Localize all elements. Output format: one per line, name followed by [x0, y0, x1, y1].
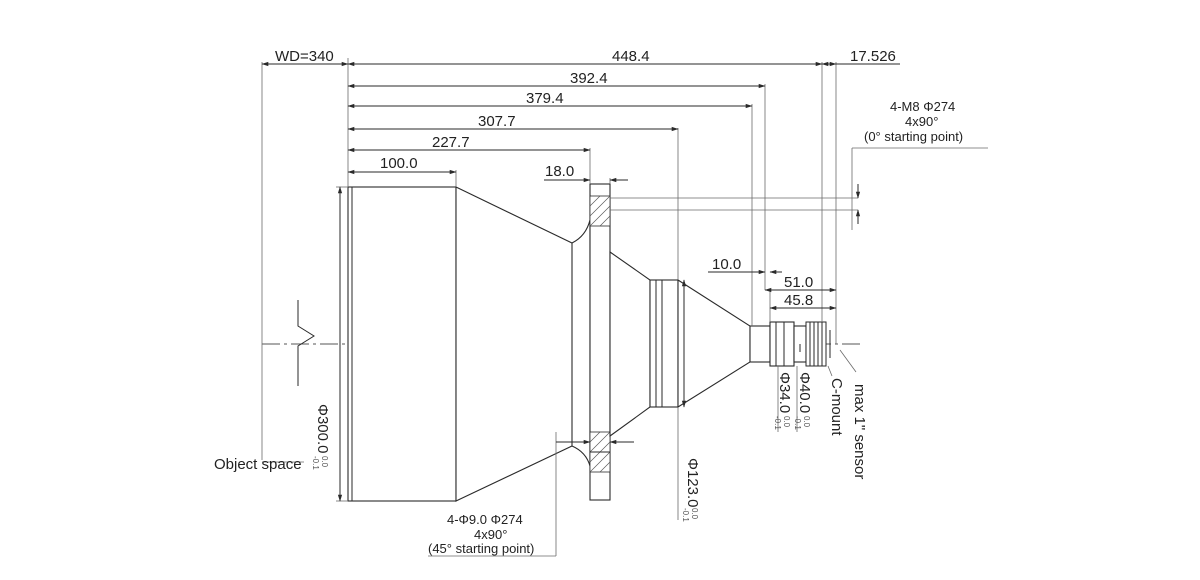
dim-45-label: 45.8 — [784, 292, 813, 309]
dim-diameter-34-label: Φ34.0 — [776, 372, 793, 413]
m8-callout-line2: 4x90° — [905, 114, 938, 129]
dim-379-label: 379.4 — [526, 90, 564, 107]
dim-diameter-300-tol-upper: 0.0 — [320, 456, 329, 468]
dim-227-label: 227.7 — [432, 134, 470, 151]
dim-10-label: 10.0 — [712, 256, 741, 273]
dim-diameter-40-label: Φ40.0 — [796, 372, 813, 413]
dim-51-label: 51.0 — [784, 274, 813, 291]
dim-diameter-123-tol-lower: -0.1 — [681, 508, 690, 522]
dim-diameter-300-tol-lower: -0.1 — [311, 456, 320, 470]
flange-hole-top — [589, 195, 611, 227]
dim-diameter-34-tol-upper: 0.0 — [782, 416, 791, 428]
sensor-label: max 1" sensor — [851, 384, 868, 479]
dim-392-label: 392.4 — [570, 70, 608, 87]
m8-callout-line3: (0° starting point) — [864, 129, 963, 144]
dim-diameter-40-tol-upper: 0.0 — [802, 416, 811, 428]
c-mount-knurled-ring — [805, 321, 827, 367]
front-cone — [455, 186, 591, 502]
hole-callout-line2: 4x90° — [474, 527, 507, 542]
dim-wd-label: WD=340 — [275, 48, 334, 65]
dim-diameter-123-label: Φ123.0 — [684, 458, 701, 508]
front-barrel — [347, 186, 457, 502]
m8-callout-line1: 4-M8 Φ274 — [890, 99, 955, 114]
dim-diameter-34-tol-lower: -0.1 — [773, 416, 782, 430]
dim-total-length-label: 448.4 — [612, 48, 650, 65]
back-collar — [769, 321, 795, 367]
mid-ring — [649, 279, 679, 408]
dim-307-label: 307.7 — [478, 113, 516, 130]
c-mount-label: C-mount — [828, 378, 845, 436]
dim-diameter-123-tol-upper: 0.0 — [690, 508, 699, 520]
dim-diameter-40-tol-lower: -0.1 — [793, 416, 802, 430]
back-tube — [749, 325, 771, 363]
dim-100-label: 100.0 — [380, 155, 418, 172]
dim-flange-label: 18.0 — [545, 163, 574, 180]
dim-back-offset-label: 17.526 — [850, 48, 896, 65]
flange-hole-bottom — [589, 431, 611, 473]
rear-taper — [677, 278, 751, 408]
rear-cone — [609, 250, 651, 438]
hole-callout-line3: (45° starting point) — [428, 541, 534, 556]
dim-diameter-300-label: Φ300.0 — [314, 404, 331, 454]
axis-break-symbol — [297, 300, 315, 386]
object-space-label: Object space — [214, 456, 302, 473]
hole-callout-line1: 4-Φ9.0 Φ274 — [447, 512, 523, 527]
